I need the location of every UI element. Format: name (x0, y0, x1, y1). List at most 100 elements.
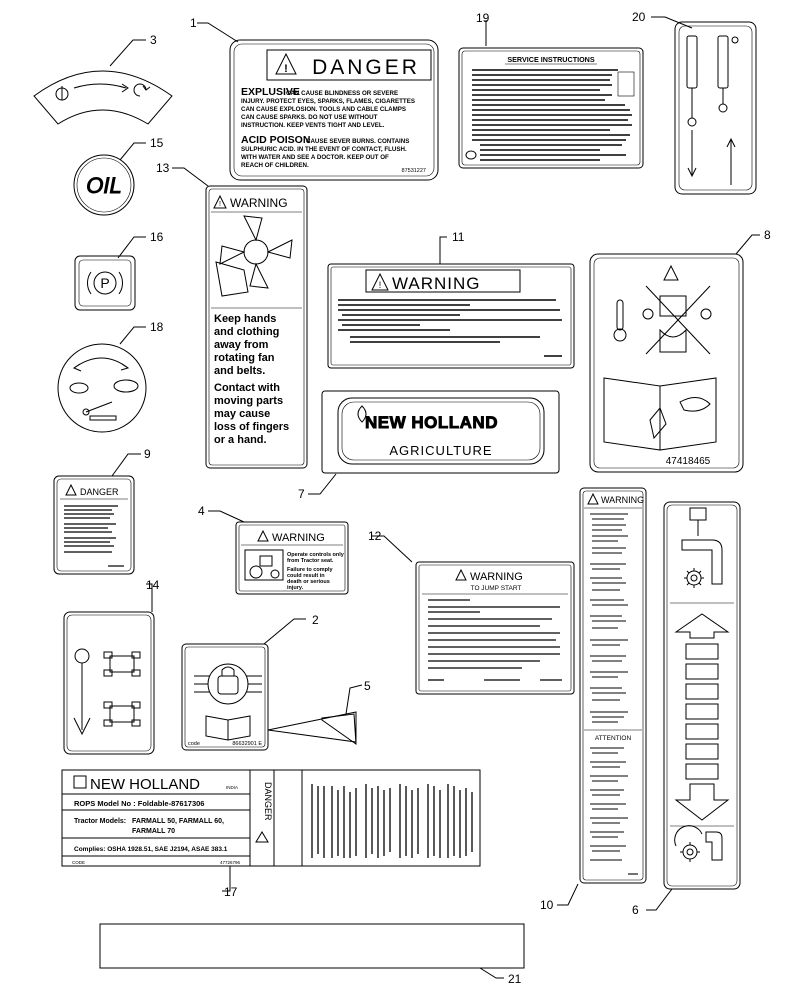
decal-9-heading: DANGER (80, 487, 119, 497)
decal-6-hitch-strip[interactable] (663, 501, 741, 890)
callout-7: 7 (298, 487, 305, 501)
warning-triangle-icon (275, 52, 297, 75)
callout-16: 16 (150, 230, 164, 244)
decal-13-line: and clothing (214, 326, 279, 338)
leader-lines (109, 16, 760, 979)
decal-4-line: injury. (287, 585, 304, 591)
arrow-down-icon (73, 717, 91, 736)
callout-1: 1 (190, 16, 197, 30)
warning-triangle-icon (455, 568, 467, 581)
decal-16-parking-brake[interactable]: P (74, 255, 136, 311)
decal-1-acid-line: CAUSE SEVER BURNS. CONTAINS (306, 138, 409, 145)
decal-2-code-label: code (188, 741, 200, 747)
decal-2-hydraulic[interactable]: code 86632901 E (181, 643, 269, 751)
decal-10-tall-warning[interactable]: WARNING ATTENTION (579, 487, 647, 884)
callout-12: 12 (368, 529, 382, 543)
decal-1-battery-danger[interactable]: ! DANGER EXPLUSIVE CAN CAUSE BLINDNESS O… (229, 39, 439, 181)
decal-1-acid-line: REACH OF CHILDREN. (241, 162, 309, 169)
fan-icon (215, 215, 293, 297)
decal-11-heading: WARNING (392, 274, 481, 293)
callout-20: 20 (632, 10, 646, 24)
decal-19-service-instructions[interactable]: SERVICE INSTRUCTIONS (458, 47, 644, 169)
callout-2: 2 (312, 613, 319, 627)
decal-17-code-label: CODE (72, 860, 85, 865)
svg-text:!: ! (379, 280, 382, 290)
callout-9: 9 (144, 447, 151, 461)
decal-13-line: or a hand. (214, 434, 267, 446)
lift-hook-icon (705, 831, 723, 861)
callout-10: 10 (540, 898, 554, 912)
decal-4-line: from Tractor seat. (287, 558, 334, 564)
decal-1-acid-title: ACID POISON (241, 134, 310, 146)
decal-11-fine-print (338, 299, 562, 357)
callout-6: 6 (632, 903, 639, 917)
decal-13-line: and belts. (214, 365, 265, 377)
manual-book-icon (603, 377, 717, 451)
decal-11-pto-warning[interactable]: ! WARNING (327, 263, 575, 369)
no-pressure-icon (642, 285, 712, 355)
decal-13-line: may cause (214, 408, 270, 420)
decal-2-code: 86632901 E (232, 741, 262, 747)
decal-7-new-holland-agriculture[interactable]: NEW HOLLAND AGRICULTURE (321, 390, 560, 474)
filter-icon (617, 71, 635, 97)
decal-14-drive-panel[interactable] (63, 611, 155, 755)
decal-15-oil[interactable]: OIL (73, 154, 135, 216)
rabbit-icon (69, 382, 89, 394)
decal-17-brand: NEW HOLLAND (90, 776, 200, 793)
decal-17-tractor-model: FARMALL 50, FARMALL 60, (132, 818, 224, 825)
svg-text:!: ! (219, 201, 221, 208)
decal-9-fine-print (64, 505, 124, 567)
decal-17-tractor-model: FARMALL 70 (132, 828, 175, 835)
strut-icon (686, 35, 739, 185)
decal-13-line: Contact with (214, 382, 280, 394)
decal-15-text: OIL (86, 173, 121, 198)
decal-19-heading: SERVICE INSTRUCTIONS (507, 55, 595, 64)
decal-13-fan-warning[interactable]: ! WARNING Keep hands and clothing away f… (205, 185, 308, 469)
callout-4: 4 (198, 504, 205, 518)
decal-8-pictorial[interactable]: 47418465 (589, 253, 744, 473)
decal-13-line: loss of fingers (214, 421, 289, 433)
new-holland-logo-icon (357, 405, 367, 423)
decal-9-danger[interactable]: DANGER (53, 475, 135, 575)
lever-knob-icon (74, 648, 90, 664)
warning-triangle-icon (257, 529, 269, 542)
warning-triangle-icon (587, 492, 599, 505)
decal-13-line: moving parts (214, 395, 283, 407)
decal-17-rops[interactable]: NEW HOLLAND INDIA ROPS Model No : Foldab… (61, 769, 481, 867)
decal-21-blank-strip[interactable] (99, 923, 525, 969)
decal-17-code: 47726796 (220, 860, 241, 865)
decal-13-line: away from (214, 339, 269, 351)
callout-18: 18 (150, 320, 164, 334)
decal-12-sub: TO JUMP START (471, 585, 522, 592)
decal-16-symbol: P (100, 275, 109, 291)
thermometer-icon (613, 299, 627, 342)
parking-brake-icon (93, 271, 117, 295)
decal-8-code: 47418465 (666, 456, 711, 467)
warning-triangle-icon (255, 831, 269, 843)
decal-3-arc-gauge[interactable] (33, 70, 173, 125)
callout-21: 21 (508, 972, 522, 986)
warning-triangle-icon (663, 264, 679, 281)
decal-12-heading: WARNING (470, 571, 523, 583)
decal-12-jump-start-warning[interactable]: WARNING TO JUMP START (415, 561, 575, 695)
hydraulic-lock-icon (194, 663, 262, 705)
decal-20-gas-struts[interactable] (674, 21, 757, 195)
decal-7-brand: NEW HOLLAND (365, 413, 498, 432)
callout-numbers: 1 2 3 4 5 6 7 8 9 10 11 12 13 14 15 16 1… (144, 10, 771, 986)
decal-4-line: could result in (287, 573, 325, 579)
decal-17-fine-print (311, 784, 473, 858)
rotate-arrow-icon (674, 825, 703, 847)
lift-hook-icon (681, 507, 723, 585)
decal-4-controls-warning[interactable]: WARNING Operate controls only from Tract… (235, 521, 349, 595)
arrow-up-icon (674, 613, 730, 639)
callout-3: 3 (150, 33, 157, 47)
tractor-icon (244, 549, 284, 581)
decal-10-attention: ATTENTION (595, 735, 632, 742)
decal-17-india: INDIA (226, 785, 238, 790)
warning-triangle-icon (371, 272, 389, 291)
decal-13-line: rotating fan (214, 352, 275, 364)
two-wheel-drive-icon (103, 701, 141, 727)
decal-1-explosive-line: INSTRUCTION. KEEP VENTS TIGHT AND LEVEL. (241, 122, 385, 129)
decal-18-speed-round[interactable] (57, 343, 147, 433)
